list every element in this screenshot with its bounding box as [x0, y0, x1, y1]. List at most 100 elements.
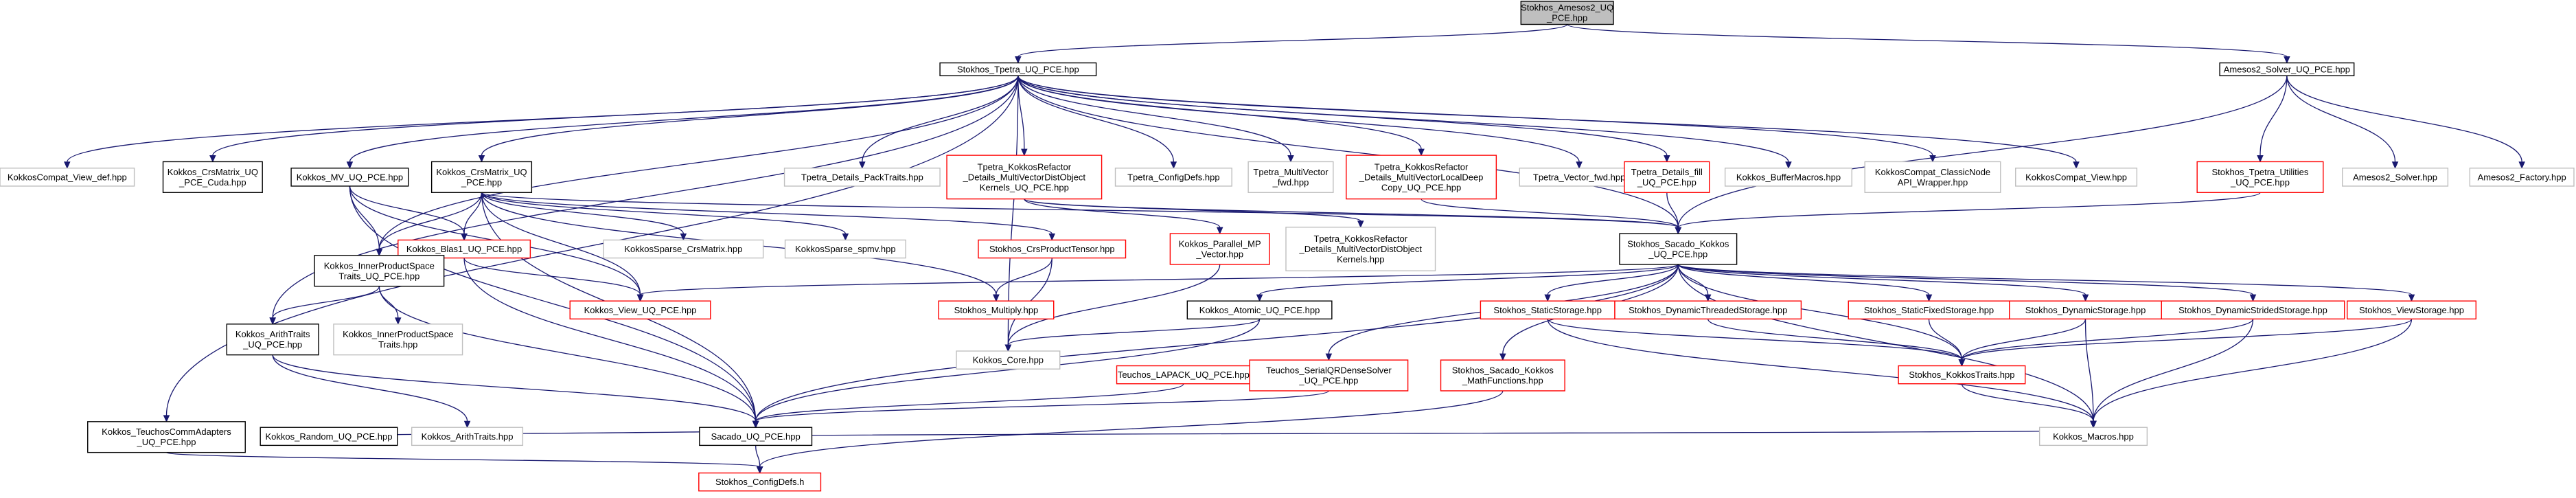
node-root[interactable]: Stokhos_Amesos2_UQ_PCE.hpp: [1520, 1, 1614, 25]
edge-arrowhead: [859, 161, 866, 170]
node-label: Stokhos_KokkosTraits.hpp: [1909, 370, 2014, 380]
node-sacado_pce[interactable]: Sacado_UQ_PCE.hpp: [699, 427, 813, 446]
node-kokkos_macros[interactable]: Kokkos_Macros.hpp: [2038, 427, 2148, 446]
node-box: [1285, 227, 1436, 271]
node-configdefs_h[interactable]: Stokhos_ConfigDefs.h: [698, 472, 822, 492]
node-box: [333, 324, 463, 356]
node-lapack_pce[interactable]: Teuchos_LAPACK_UQ_PCE.hpp: [1116, 365, 1251, 385]
edge-crsmatrix_pce-to-crsproducttensor: [481, 192, 1053, 234]
edge-dynamicstorage-to-kokkos_macros: [2084, 319, 2094, 422]
node-sacado_math[interactable]: Stokhos_Sacado_Kokkos_MathFunctions.hpp: [1440, 359, 1565, 392]
node-buffermacros[interactable]: Kokkos_BufferMacros.hpp: [1724, 168, 1852, 187]
node-crsproducttensor[interactable]: Stokhos_CrsProductTensor.hpp: [978, 239, 1127, 259]
node-box: [162, 161, 263, 193]
node-tk_mvdo[interactable]: Tpetra_KokkosRefactor_Details_MultiVecto…: [1285, 227, 1436, 271]
node-label: Copy_UQ_PCE.hpp: [1381, 182, 1461, 192]
node-box: [569, 300, 711, 320]
node-label: Traits.hpp: [378, 339, 417, 350]
node-sacado_kokkos[interactable]: Stokhos_Sacado_Kokkos_UQ_PCE.hpp: [1619, 233, 1738, 265]
node-vector_fwd[interactable]: Tpetra_Vector_fwd.hpp: [1519, 168, 1640, 187]
node-box: [698, 472, 822, 492]
node-kokkos_core[interactable]: Kokkos_Core.hpp: [956, 350, 1061, 370]
node-packtraits[interactable]: Tpetra_Details_PackTraits.hpp: [783, 168, 941, 187]
edge-arrowhead: [993, 294, 1000, 302]
node-tpetra[interactable]: Stokhos_Tpetra_UQ_PCE.hpp: [939, 62, 1097, 76]
node-parallel_mp_vector[interactable]: Kokkos_Parallel_MP_Vector.hpp: [1169, 233, 1270, 265]
node-random_pce[interactable]: Kokkos_Random_UQ_PCE.hpp: [260, 427, 398, 446]
node-tk_mvldc_pce[interactable]: Tpetra_KokkosRefactor_Details_MultiVecto…: [1346, 155, 1497, 200]
node-tk_mvdo_pce[interactable]: Tpetra_KokkosRefactor_Details_MultiVecto…: [946, 155, 1103, 200]
edge-sacado_kokkos-to-dynstridedstorage: [1677, 264, 2254, 295]
edge-crsmatrix_pce-to-ks_spmv: [481, 192, 847, 234]
edge-arrowhead: [1048, 233, 1056, 241]
node-label: _Details_MultiVectorLocalDeep: [1359, 172, 1484, 182]
node-dynamicstorage[interactable]: Stokhos_DynamicStorage.hpp: [2009, 300, 2162, 320]
edge-crsmatrix_pce-to-blas1: [463, 192, 483, 234]
node-label: Stokhos_StaticFixedStorage.hpp: [1864, 305, 1994, 315]
node-mv_pce[interactable]: Kokkos_MV_UQ_PCE.hpp: [290, 168, 409, 187]
node-kc_view_def[interactable]: KokkosCompat_View_def.hpp: [0, 168, 135, 187]
edge-amesos2_solver_pce-to-tpetra_utilities: [2259, 76, 2288, 156]
edge-tpetra-to-sacado_kokkos: [1017, 76, 1679, 228]
node-crsmatrix_pce[interactable]: Kokkos_CrsMatrix_UQ_PCE.hpp: [430, 161, 533, 193]
node-dynstridedstorage[interactable]: Stokhos_DynamicStridedStorage.hpp: [2161, 300, 2345, 320]
node-mv_fwd[interactable]: Tpetra_MultiVector_fwd.hpp: [1247, 161, 1334, 193]
node-label: Sacado_UQ_PCE.hpp: [711, 431, 801, 442]
edge-lapack_pce-to-sacado_pce: [755, 383, 1184, 422]
node-arithtraits[interactable]: Kokkos_ArithTraits.hpp: [411, 427, 524, 446]
node-box: [290, 168, 409, 187]
node-viewstorage[interactable]: Stokhos_ViewStorage.hpp: [2347, 300, 2477, 320]
node-dynthreadedstorage[interactable]: Stokhos_DynamicThreadedStorage.hpp: [1614, 300, 1802, 320]
edge-arrowhead: [1576, 161, 1583, 170]
edge-arrowhead: [636, 294, 644, 302]
edge-arrowhead: [752, 420, 759, 429]
node-box: [783, 168, 941, 187]
edge-arrowhead: [2257, 155, 2264, 163]
node-staticfixedstorage[interactable]: Stokhos_StaticFixedStorage.hpp: [1848, 300, 2010, 320]
edges-layer: [64, 23, 2525, 474]
node-blas1[interactable]: Kokkos_Blas1_UQ_PCE.hpp: [398, 239, 531, 259]
edge-blas1-to-sacado_pce: [463, 258, 757, 422]
edge-mv_pce-to-sacado_pce: [349, 185, 757, 422]
node-commadapters[interactable]: Kokkos_TeuchosCommAdapters_UQ_PCE.hpp: [87, 421, 246, 453]
node-box: [956, 350, 1061, 370]
edge-staticfixedstorage-to-kokkostraits: [1928, 319, 1963, 360]
node-details_fill[interactable]: Tpetra_Details_fill_UQ_PCE.hpp: [1624, 161, 1710, 193]
edge-arrowhead: [1958, 359, 1966, 367]
edge-tpetra-to-kokkos_core: [1007, 76, 1019, 346]
node-amesos2_solver_pce[interactable]: Amesos2_Solver_UQ_PCE.hpp: [2219, 62, 2355, 76]
node-staticstorage[interactable]: Stokhos_StaticStorage.hpp: [1480, 300, 1615, 320]
node-label: KokkosSparse_spmv.hpp: [795, 244, 895, 254]
node-label: Kokkos_MV_UQ_PCE.hpp: [297, 172, 403, 182]
edge-crsmatrix_pce-to-ip_traits_pce: [378, 192, 483, 249]
node-label: _UQ_PCE.hpp: [1298, 376, 1358, 386]
edge-arrowhead: [842, 233, 849, 241]
node-configdefs[interactable]: Tpetra_ConfigDefs.hpp: [1114, 168, 1232, 187]
edge-arrowhead: [209, 155, 216, 163]
edge-dynthreadedstorage-to-kokkostraits: [1707, 319, 1963, 360]
node-amesos2_solver[interactable]: Amesos2_Solver.hpp: [2342, 168, 2449, 187]
node-kc_view[interactable]: KokkosCompat_View.hpp: [2015, 168, 2138, 187]
node-serialqr_pce[interactable]: Teuchos_SerialQRDenseSolver_UQ_PCE.hpp: [1249, 359, 1409, 392]
node-ks_crsmatrix[interactable]: KokkosSparse_CrsMatrix.hpp: [603, 239, 764, 259]
node-box: [2038, 427, 2148, 446]
node-crsmatrix_cuda[interactable]: Kokkos_CrsMatrix_UQ_PCE_Cuda.hpp: [162, 161, 263, 193]
node-label: Tpetra_KokkosRefactor: [978, 161, 1072, 172]
node-label: Amesos2_Factory.hpp: [2478, 172, 2566, 182]
node-kokkostraits[interactable]: Stokhos_KokkosTraits.hpp: [1898, 365, 2026, 385]
node-ip_traits_pce[interactable]: Kokkos_InnerProductSpaceTraits_UQ_PCE.hp…: [314, 255, 445, 287]
node-atomic_pce[interactable]: Kokkos_Atomic_UQ_PCE.hpp: [1186, 300, 1333, 320]
node-tpetra_utilities[interactable]: Stokhos_Tpetra_Utilities_UQ_PCE.hpp: [2196, 161, 2324, 193]
edge-staticstorage-to-kokkostraits: [1547, 318, 1963, 361]
node-amesos2_factory[interactable]: Amesos2_Factory.hpp: [2469, 168, 2575, 187]
node-ks_spmv[interactable]: KokkosSparse_spmv.hpp: [784, 239, 906, 259]
node-multiply[interactable]: Stokhos_Multiply.hpp: [938, 300, 1055, 320]
edge-arrowhead: [756, 466, 763, 474]
node-label: Stokhos_ConfigDefs.h: [715, 477, 804, 487]
node-view_pce[interactable]: Kokkos_View_UQ_PCE.hpp: [569, 300, 711, 320]
edge-mv_pce-to-ip_traits_pce: [349, 185, 380, 249]
node-arithtraits_pce[interactable]: Kokkos_ArithTraits_UQ_PCE.hpp: [226, 324, 319, 356]
